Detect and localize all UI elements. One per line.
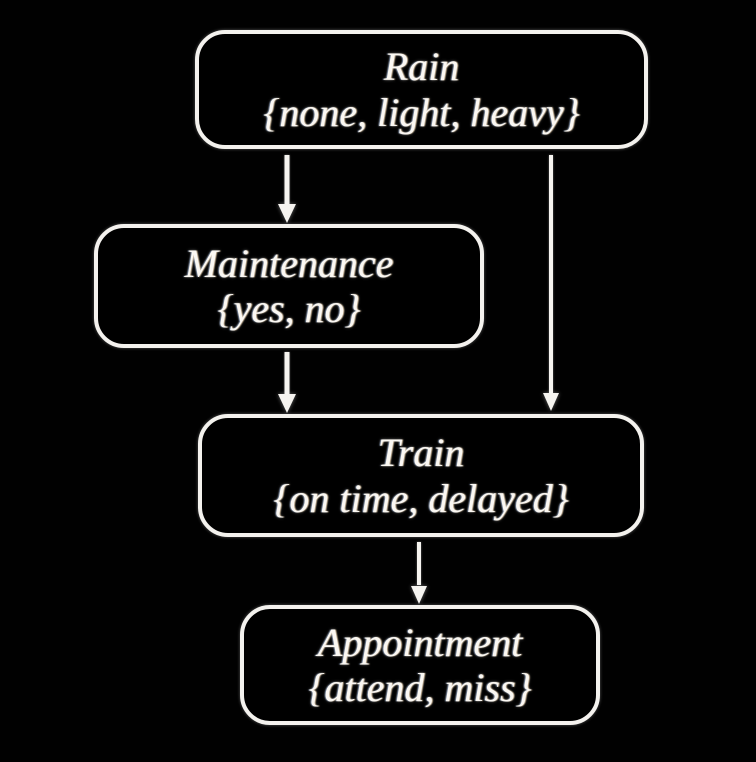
arrow-maintenance-to-train: [275, 352, 299, 413]
arrowhead-icon: [278, 204, 296, 223]
node-appointment[interactable]: Appointment {attend, miss}: [240, 605, 600, 725]
node-maintenance-states: {yes, no}: [217, 286, 361, 331]
node-train[interactable]: Train {on time, delayed}: [198, 414, 644, 537]
node-appointment-states: {attend, miss}: [308, 665, 532, 710]
arrow-shaft: [284, 155, 290, 204]
node-train-states: {on time, delayed}: [273, 475, 569, 521]
arrowhead-icon: [411, 586, 427, 604]
node-maintenance[interactable]: Maintenance {yes, no}: [94, 224, 484, 348]
arrow-shaft: [284, 352, 290, 394]
node-maintenance-label: Maintenance: [184, 240, 394, 286]
node-train-label: Train: [377, 430, 465, 476]
arrowhead-icon: [278, 394, 296, 413]
node-rain-states: {none, light, heavy}: [263, 89, 580, 135]
arrow-shaft: [549, 155, 553, 393]
arrowhead-icon: [543, 393, 559, 411]
arrow-rain-to-maintenance: [275, 155, 299, 223]
node-appointment-label: Appointment: [317, 619, 523, 665]
arrow-rain-to-train: [539, 155, 563, 411]
node-rain-label: Rain: [383, 44, 460, 90]
node-rain[interactable]: Rain {none, light, heavy}: [195, 30, 648, 149]
arrow-shaft: [417, 542, 421, 585]
arrow-train-to-appointment: [407, 542, 431, 604]
